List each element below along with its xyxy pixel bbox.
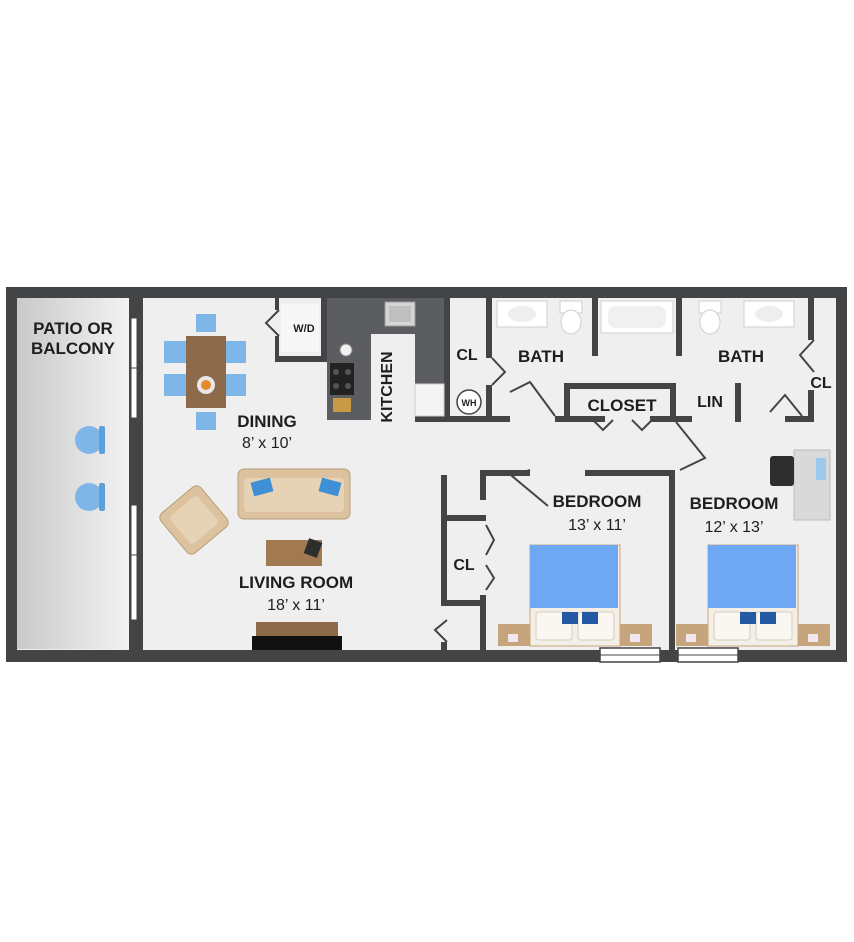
- bedroom1-label: BEDROOM: [553, 492, 642, 511]
- patio-chairs: [75, 426, 105, 511]
- water-heater-label: WH: [462, 398, 477, 408]
- patio-floor: [17, 298, 129, 649]
- interior-walls: [275, 298, 814, 650]
- kitchen-label: KITCHEN: [379, 351, 396, 422]
- water-heater: [456, 389, 482, 415]
- closet-bath1-label: CL: [456, 347, 478, 364]
- dining-label: DINING: [237, 412, 297, 431]
- bedroom2-label: BEDROOM: [690, 494, 779, 513]
- living-room-label: LIVING ROOM: [239, 573, 353, 592]
- patio-divider-wall: [129, 298, 143, 650]
- living-furniture: [159, 468, 351, 650]
- dining-size: 8’ x 10’: [242, 435, 292, 452]
- bedroom2-size: 12’ x 13’: [705, 519, 764, 536]
- living-room-size: 18’ x 11’: [267, 597, 325, 614]
- bath1-label: BATH: [518, 347, 564, 366]
- kitchen-fixtures: [327, 298, 445, 420]
- dining-set: [164, 314, 246, 430]
- bed-1: [498, 544, 652, 647]
- bedroom1-size: 13’ x 11’: [568, 517, 626, 534]
- closet-label: CLOSET: [588, 396, 658, 415]
- bathroom-fixtures: [496, 300, 795, 335]
- door-swings: [264, 309, 815, 643]
- patio-label-line1: PATIO OR: [33, 319, 113, 338]
- washer-dryer-label: W/D: [293, 323, 314, 335]
- linen-label: LIN: [697, 394, 723, 411]
- washer-dryer: [281, 304, 319, 352]
- bath2-label: BATH: [718, 347, 764, 366]
- bedroom-windows: [599, 647, 739, 663]
- closet-bath2-label: CL: [810, 375, 832, 392]
- bedroom2-desk: [770, 449, 831, 521]
- closet-bedroom1-label: CL: [453, 557, 475, 574]
- patio-label-line2: BALCONY: [31, 339, 116, 358]
- bed-2: [676, 544, 830, 647]
